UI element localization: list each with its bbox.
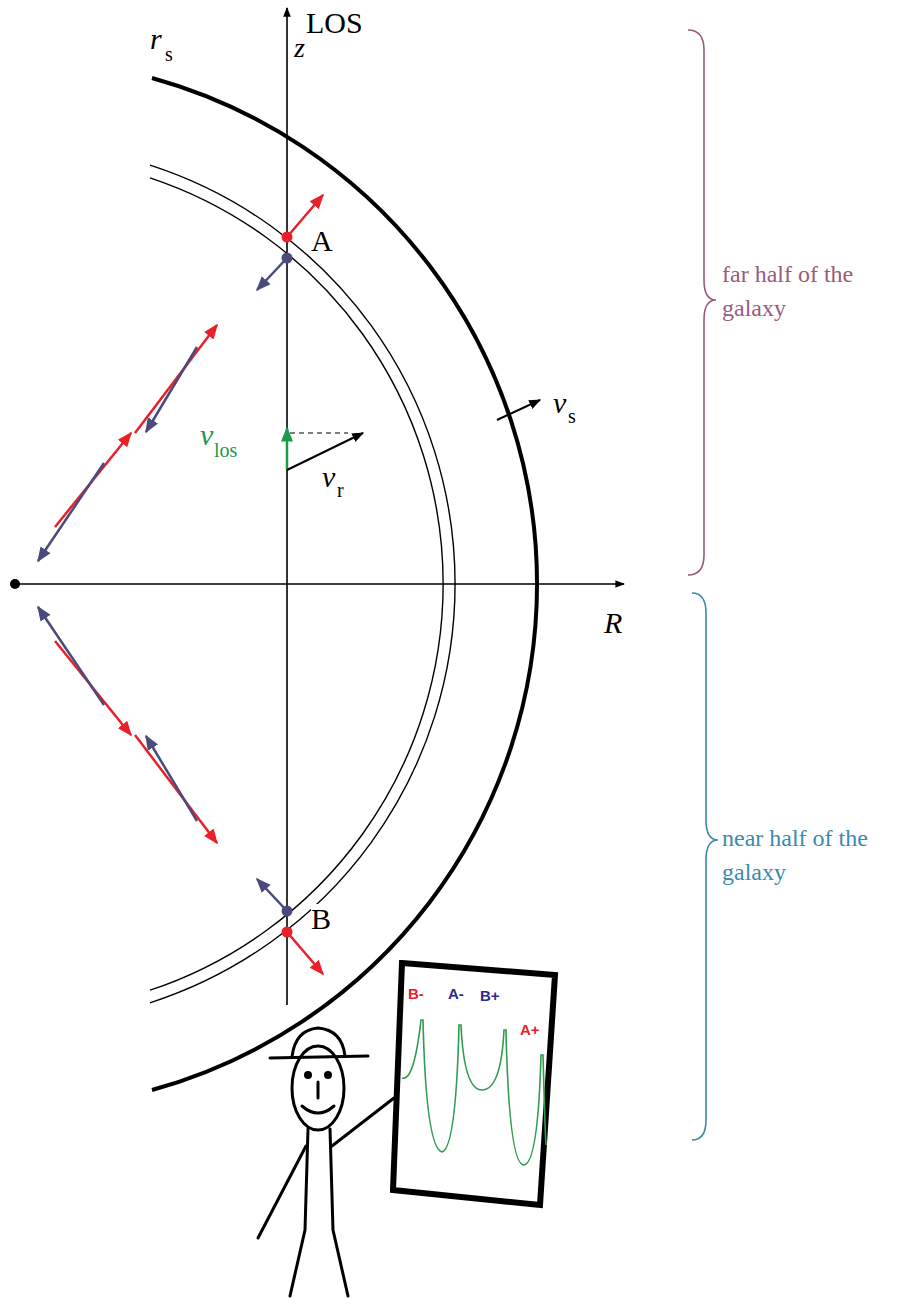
axis-label: z — [294, 34, 305, 62]
observer-arm — [258, 1146, 306, 1238]
velocity-arrow — [146, 347, 197, 432]
brace — [692, 593, 718, 1140]
variable-label: v — [200, 420, 213, 450]
velocity-arrow — [38, 463, 104, 561]
velocity-arrow — [146, 736, 197, 821]
panel-frame — [393, 963, 555, 1205]
observer-nose — [317, 1082, 320, 1098]
point-label: A — [311, 226, 333, 256]
subscript: r — [337, 480, 344, 500]
variable-label: v — [322, 462, 335, 492]
observer-smile — [302, 1106, 334, 1113]
observer-eye — [304, 1071, 312, 1079]
observer-eye — [324, 1071, 332, 1079]
hat-brim — [270, 1056, 368, 1058]
observer-figure — [258, 1028, 394, 1296]
axis-label: R — [604, 608, 622, 638]
shock-velocity-arrow — [497, 400, 540, 420]
observer-leg — [330, 1129, 348, 1296]
velocity-arrow — [38, 607, 104, 705]
point-label: B — [311, 904, 331, 934]
velocity-arrow — [135, 325, 217, 433]
point-dot — [282, 906, 293, 917]
axis-label: LOS — [306, 8, 363, 38]
brace — [688, 30, 716, 575]
brace-label: near half of the galaxy — [722, 822, 907, 889]
spectrum-panel: B- A- B+ A+ — [390, 960, 560, 1210]
spectrum-curve — [402, 1020, 546, 1165]
line-label: B+ — [480, 988, 500, 1003]
variable-label: v — [553, 388, 566, 418]
projection-line — [290, 432, 348, 433]
brace-label: far half of the galaxy — [722, 258, 907, 325]
los-axis — [286, 8, 288, 1005]
point-dot — [282, 232, 293, 243]
line-label: A- — [448, 986, 464, 1001]
r-axis — [15, 583, 624, 585]
los-velocity-arrow — [286, 428, 289, 470]
velocity-arrow — [257, 258, 287, 290]
subscript: los — [214, 440, 237, 460]
subscript: s — [568, 406, 576, 426]
observer-arm — [332, 1098, 394, 1146]
variable-label: r — [150, 24, 162, 54]
velocity-arrow — [257, 879, 287, 911]
observer-leg — [290, 1129, 308, 1296]
point-dot — [282, 927, 293, 938]
velocity-arrow — [287, 932, 323, 974]
subscript: s — [165, 44, 173, 64]
point-dot — [282, 253, 293, 264]
line-label: B- — [408, 986, 424, 1001]
hat-crown — [292, 1028, 345, 1057]
center-dot — [10, 579, 20, 589]
velocity-arrow — [135, 735, 217, 843]
line-label: A+ — [520, 1022, 540, 1037]
